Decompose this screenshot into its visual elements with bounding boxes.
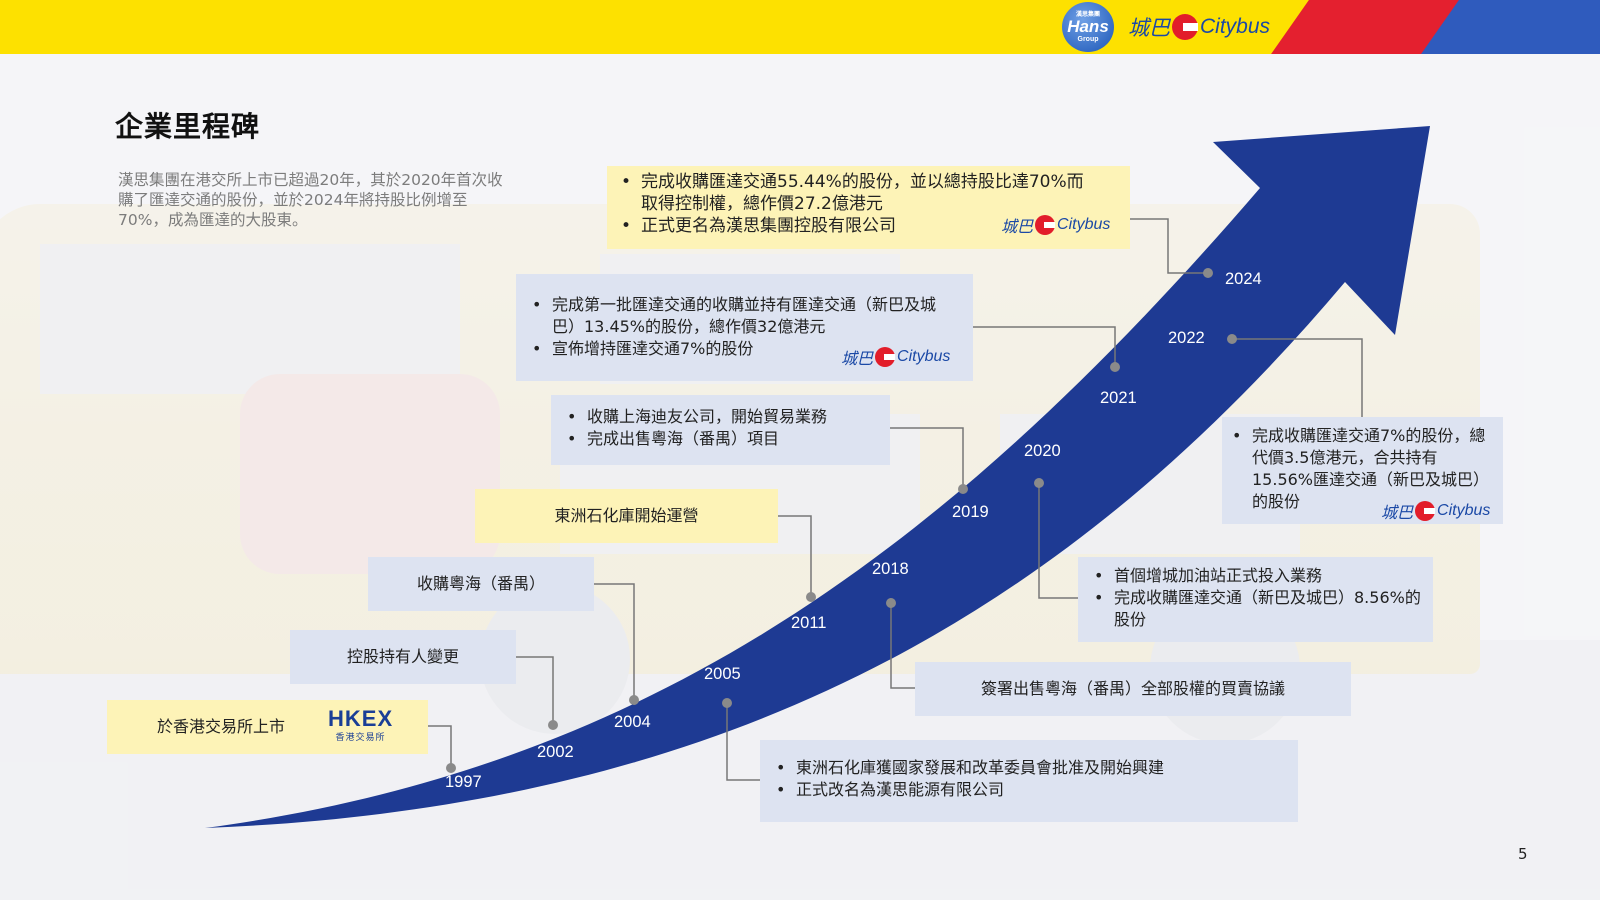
year-2021: 2021 — [1100, 389, 1137, 407]
milestone-2020-item: 首個增城加油站正式投入業務 — [1088, 565, 1423, 587]
milestone-2024-item: 完成收購匯達交通55.44%的股份，並以總持股比達70%而取得控制權，總作價27… — [615, 171, 1100, 215]
citybus-mark-icon — [875, 347, 896, 367]
milestone-2021-item: 宣佈增持匯達交通7%的股份 — [526, 338, 953, 360]
year-2011: 2011 — [791, 614, 827, 632]
milestone-2004: 收購粵海（番禺） — [368, 557, 594, 611]
citybus-mark-icon — [1172, 14, 1198, 40]
milestone-2002: 控股持有人變更 — [290, 630, 516, 684]
arrow-shape — [205, 126, 1430, 828]
milestone-2024-item: 正式更名為漢思集團控股有限公司 — [615, 215, 1100, 237]
citybus-logo: 城巴 Citybus — [1128, 14, 1271, 40]
year-2024: 2024 — [1225, 270, 1262, 288]
citybus-logo-2024: 城巴 Citybus — [1001, 215, 1111, 236]
citybus-logo-2021: 城巴 Citybus — [841, 347, 951, 368]
milestone-2005-item: 東洲石化庫獲國家發展和改革委員會批准及開始興建 — [770, 757, 1288, 779]
year-2002: 2002 — [537, 743, 574, 761]
header-bar — [0, 0, 1600, 54]
hans-group-logo: 漢思集團 Hans Group — [1062, 2, 1114, 52]
page-number: 5 — [1518, 845, 1528, 863]
year-2019: 2019 — [952, 503, 989, 521]
milestone-1997: 於香港交易所上市 — [107, 700, 428, 754]
milestone-2018: 簽署出售粵海（番禺）全部股權的買賣協議 — [915, 662, 1351, 716]
milestone-2020: 首個增城加油站正式投入業務 完成收購匯達交通（新巴及城巴）8.56%的股份 — [1078, 557, 1433, 642]
page-title: 企業里程碑 — [115, 110, 261, 143]
year-2020: 2020 — [1024, 442, 1061, 460]
milestone-2005-item: 正式改名為漢思能源有限公司 — [770, 779, 1288, 801]
citybus-logo-2022: 城巴 Citybus — [1381, 501, 1491, 522]
citybus-mark-icon — [1415, 501, 1436, 521]
milestone-2019-item: 完成出售粵海（番禺）項目 — [561, 428, 880, 450]
year-2022: 2022 — [1168, 329, 1205, 347]
year-2005: 2005 — [704, 665, 741, 683]
year-2004: 2004 — [614, 713, 651, 731]
milestone-2005: 東洲石化庫獲國家發展和改革委員會批准及開始興建 正式改名為漢思能源有限公司 — [760, 740, 1298, 822]
connector-lines — [428, 218, 1363, 781]
milestone-2019-item: 收購上海迪友公司，開始貿易業務 — [561, 406, 880, 428]
milestone-2021-item: 完成第一批匯達交通的收購並持有匯達交通（新巴及城巴）13.45%的股份，總作價3… — [526, 294, 953, 338]
citybus-mark-icon — [1035, 215, 1056, 235]
year-1997: 1997 — [445, 773, 482, 791]
milestone-2020-item: 完成收購匯達交通（新巴及城巴）8.56%的股份 — [1088, 587, 1423, 631]
intro-paragraph: 漢思集團在港交所上市已超過20年，其於2020年首次收購了匯達交通的股份，並於2… — [118, 171, 503, 229]
milestone-2024: 完成收購匯達交通55.44%的股份，並以總持股比達70%而取得控制權，總作價27… — [607, 166, 1130, 249]
year-2018: 2018 — [872, 560, 909, 578]
milestone-2011: 東洲石化庫開始運營 — [475, 489, 778, 543]
milestone-2021: 完成第一批匯達交通的收購並持有匯達交通（新巴及城巴）13.45%的股份，總作價3… — [516, 274, 973, 381]
milestone-2019: 收購上海迪友公司，開始貿易業務 完成出售粵海（番禺）項目 — [551, 395, 890, 465]
timeline-dots — [446, 268, 1237, 773]
milestone-2022: 完成收購匯達交通7%的股份，總代價3.5億港元，合共持有15.56%匯達交通（新… — [1222, 417, 1503, 524]
hkex-logo: HKEX 香港交易所 — [328, 706, 394, 743]
milestone-2022-item: 完成收購匯達交通7%的股份，總代價3.5億港元，合共持有15.56%匯達交通（新… — [1226, 425, 1497, 513]
